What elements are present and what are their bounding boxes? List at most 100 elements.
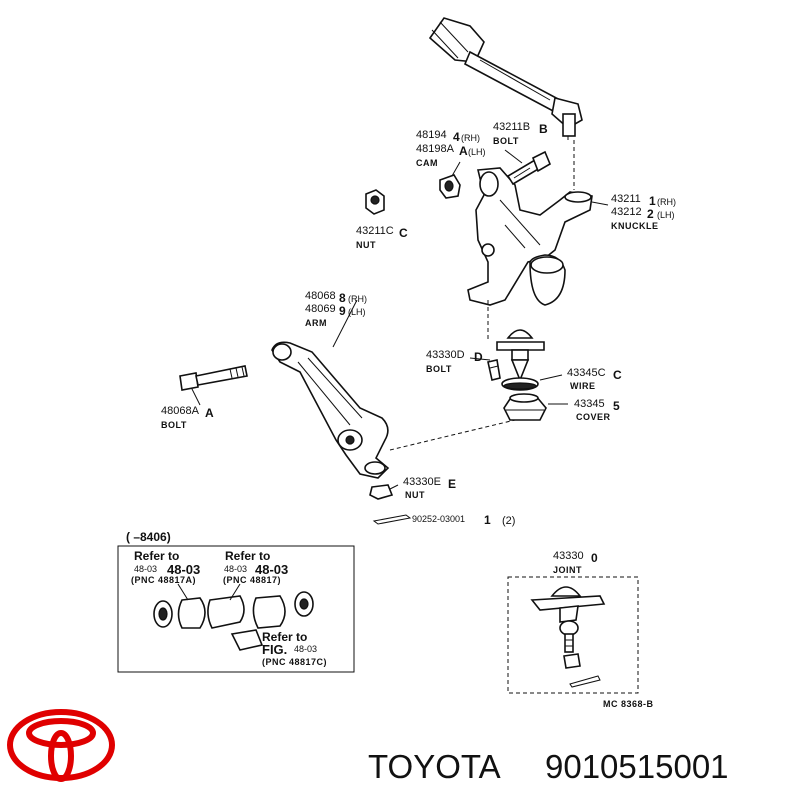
part-label: BOLT (161, 420, 187, 430)
diagram-shape (504, 224, 526, 249)
part-label: 48069 (305, 303, 336, 315)
diagram-shape (370, 195, 380, 205)
part-label: 43211C (356, 225, 394, 237)
part-label: (PNC 48817C) (262, 657, 327, 667)
cotter-pin (372, 514, 412, 525)
diagram-shape (559, 620, 579, 636)
part-label: 43345 (574, 398, 605, 410)
part-label: (RH) (461, 133, 480, 143)
part-label: FIG. (262, 642, 287, 657)
part-label: (RH) (657, 197, 676, 207)
diagram-shape (569, 675, 601, 688)
diagram-shape (499, 199, 541, 246)
part-label: 43330E (403, 476, 441, 488)
diagram-shape (562, 113, 576, 137)
diagram-shape (364, 461, 386, 475)
part-label: WIRE (570, 381, 596, 391)
part-label: JOINT (553, 565, 582, 575)
part-label: 43345C (567, 367, 606, 379)
dust-cover (503, 393, 547, 421)
part-label: 48-03 (167, 562, 200, 577)
diagram-shape (510, 359, 530, 383)
diagram-shape (272, 343, 292, 361)
diagram-shape (530, 595, 606, 611)
diagram-shape (479, 171, 499, 197)
part-label: (LH) (657, 210, 675, 220)
part-label: Refer to (225, 549, 270, 563)
diagram-shape (369, 484, 394, 500)
part-label: 0 (591, 551, 598, 565)
part-label: 48-03 (134, 564, 157, 574)
assembly-line (389, 419, 516, 451)
part-label: (PNC 48817A) (131, 575, 196, 585)
leader-lines (189, 149, 609, 491)
part-label: MC 8368-B (603, 699, 654, 709)
part-label: 1 (484, 513, 491, 527)
nut-e (369, 484, 394, 500)
diagram-shape (207, 595, 245, 629)
part-label: 2 (647, 207, 654, 221)
diagram-shape (463, 50, 562, 114)
part-label: Refer to (262, 630, 307, 644)
diagram-shape (531, 150, 552, 173)
part-label: 90252-03001 (412, 514, 465, 524)
label-bolt-b: 43211B B BOLT (493, 121, 548, 146)
part-label: 48-03 (224, 564, 247, 574)
diagram-shape (530, 256, 564, 274)
diagram-shape (496, 341, 545, 351)
diagram-shape (271, 341, 390, 479)
diagram-shape (509, 393, 539, 403)
diagram-shape (297, 361, 351, 426)
part-label: CAM (416, 158, 438, 168)
diagram-shape (503, 382, 537, 390)
part-label: 48068A (161, 405, 200, 417)
diagram-shape (332, 299, 358, 348)
bushing-parts (153, 583, 314, 651)
part-label: 48198A (416, 143, 455, 155)
toyota-logo (7, 709, 115, 782)
part-label: 43212 (611, 206, 642, 218)
label-cover: 43345 5 COVER (574, 398, 620, 422)
diagram-shape (511, 349, 529, 361)
diagram-shape (439, 21, 469, 53)
part-label: 43211B (493, 121, 530, 133)
part-label: 8 (339, 291, 346, 305)
label-knuckle: 43211 1 (RH) 43212 2 (LH) KNUCKLE (611, 193, 676, 231)
diagram-shape (179, 372, 199, 391)
lower-control-arm (271, 341, 390, 479)
part-label: A (459, 144, 468, 158)
diagram-shape (487, 359, 501, 381)
ball-joint (487, 300, 545, 391)
diagram-shape (489, 365, 499, 369)
diagram-shape (550, 586, 582, 597)
part-label: (RH) (348, 294, 367, 304)
part-number: 9010515001 (545, 748, 729, 785)
brand-name: TOYOTA (368, 748, 501, 785)
diagram-shape (235, 367, 239, 378)
steering-knuckle (467, 167, 593, 306)
bushing-inset: ( –8406) Refer to 48-03 48-03 (PNC 48817… (117, 530, 355, 673)
diagram-shape (307, 357, 363, 419)
diagram-shape (345, 435, 355, 445)
diagram-shape (506, 329, 534, 339)
label-bolt-d: 43330D D BOLT (426, 349, 483, 374)
diagram-shape (591, 201, 609, 206)
diagram-shape (431, 29, 459, 59)
part-label: E (448, 477, 456, 491)
diagram-shape (563, 653, 581, 669)
part-label: 48-03 (255, 562, 288, 577)
part-label: B (539, 122, 548, 136)
diagram-shape (481, 243, 495, 257)
part-label: 48-03 (294, 644, 317, 654)
part-label: NUT (405, 490, 425, 500)
diagram-shape (559, 605, 579, 623)
part-label: 5 (613, 399, 620, 413)
part-label: (PNC 48817) (223, 575, 281, 585)
cam-washer (439, 174, 461, 199)
diagram-shape (230, 629, 264, 651)
diagram-shape (504, 149, 523, 164)
diagram-shape (564, 191, 592, 203)
diagram-shape (513, 167, 531, 179)
diagram-shape (117, 545, 355, 673)
